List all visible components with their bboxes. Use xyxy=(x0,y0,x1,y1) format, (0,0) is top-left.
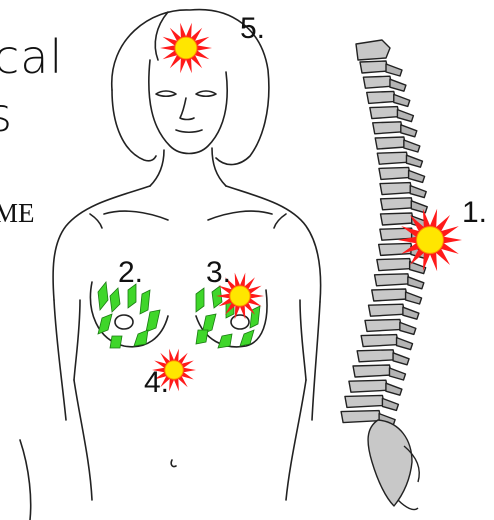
neck-right xyxy=(212,148,226,186)
right-waist xyxy=(286,380,306,500)
navel xyxy=(171,460,176,467)
left-arm-inner xyxy=(74,300,80,380)
spinous-process xyxy=(397,110,413,122)
spinous-process xyxy=(409,170,425,182)
right-arm-inner xyxy=(300,300,306,380)
pain-mark xyxy=(134,330,148,346)
left-arm-outline xyxy=(54,300,66,420)
vertebra xyxy=(349,380,388,392)
spinous-process xyxy=(386,64,402,76)
label-right-breast: 3. xyxy=(206,256,231,290)
vertebra-column xyxy=(341,61,428,426)
right-chest-tick xyxy=(274,214,286,228)
burst-core xyxy=(175,37,197,59)
vertebra xyxy=(367,91,396,103)
pain-mark xyxy=(98,282,108,310)
left-eye xyxy=(156,91,176,96)
vertebra xyxy=(370,107,400,119)
vertebra xyxy=(373,122,403,134)
spinous-process xyxy=(400,322,416,334)
spinous-process xyxy=(406,292,422,304)
pain-mark xyxy=(110,336,122,348)
neck-left xyxy=(150,150,164,186)
spinous-process xyxy=(394,94,410,106)
spine-illustration xyxy=(341,40,428,510)
face-outline xyxy=(149,60,227,154)
spinous-process xyxy=(393,353,409,365)
vertebra xyxy=(345,395,384,407)
pain-mark xyxy=(98,314,112,334)
label-spine: 1. xyxy=(462,196,487,230)
right-areola xyxy=(231,315,249,329)
burst-core xyxy=(230,286,250,306)
left-areola xyxy=(115,315,133,329)
pain-mark xyxy=(196,330,208,344)
vertebra xyxy=(381,213,414,225)
pain-burst-icon xyxy=(160,23,212,74)
pain-mark xyxy=(196,288,204,312)
subtitle-fragment: ME xyxy=(0,198,35,229)
right-eye xyxy=(196,91,216,96)
right-shoulder xyxy=(226,186,321,302)
vertebra xyxy=(372,289,408,301)
vertebra xyxy=(360,61,388,73)
vertebra xyxy=(365,319,402,331)
pain-mark xyxy=(110,288,120,312)
spinous-process xyxy=(406,155,422,167)
vertebra xyxy=(375,137,406,149)
left-waist xyxy=(74,380,92,500)
spinous-process xyxy=(401,125,417,137)
vertebra xyxy=(377,152,408,164)
pain-mark xyxy=(218,334,232,348)
vertebra xyxy=(381,198,414,210)
spinous-process xyxy=(404,140,420,152)
vertebra xyxy=(379,167,411,179)
hip-left-curve xyxy=(20,440,31,520)
burst-core xyxy=(417,227,444,254)
label-head: 5. xyxy=(240,12,265,46)
spinous-process xyxy=(382,398,398,410)
atlas-vertebra xyxy=(356,40,390,60)
label-left-breast: 2. xyxy=(118,256,143,290)
spinous-process xyxy=(390,79,406,91)
right-collarbone xyxy=(208,211,272,220)
vertebra xyxy=(377,259,412,271)
female-torso-illustration xyxy=(20,10,321,520)
spinous-process xyxy=(397,338,413,350)
right-arm-outline xyxy=(312,302,320,420)
nose xyxy=(180,98,194,120)
vertebra xyxy=(353,365,391,377)
spinous-process xyxy=(410,186,426,198)
title-fragment: cal xyxy=(0,30,63,84)
mouth xyxy=(176,130,202,132)
left-collarbone xyxy=(104,211,168,220)
coccyx xyxy=(398,500,418,510)
pain-mark xyxy=(140,290,150,314)
pain-mark xyxy=(146,310,160,332)
vertebra xyxy=(363,76,392,88)
vertebra xyxy=(357,350,395,362)
title-fragment: s xyxy=(0,88,12,142)
spinous-process xyxy=(386,383,402,395)
vertebra xyxy=(369,304,405,316)
vertebra xyxy=(361,335,398,347)
spinous-process xyxy=(408,277,424,289)
vertebra xyxy=(375,274,410,286)
vertebra xyxy=(380,183,412,195)
spinous-process xyxy=(389,368,405,380)
label-chest: 4. xyxy=(144,366,169,400)
spinous-process xyxy=(403,307,419,319)
hair-part xyxy=(155,12,168,60)
vertebra xyxy=(341,411,381,423)
left-chest-tick xyxy=(90,214,102,228)
spinous-process xyxy=(411,201,427,213)
sacrum xyxy=(368,420,412,506)
